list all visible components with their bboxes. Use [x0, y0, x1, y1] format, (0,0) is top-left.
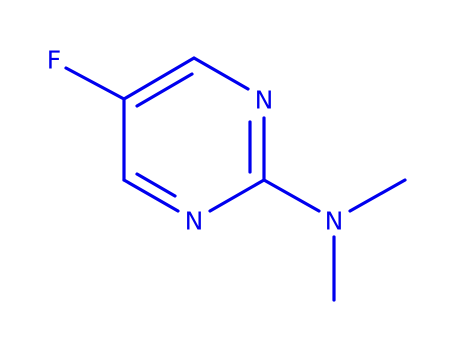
- bond-c2-n3: [208, 178, 266, 213]
- atom-label-n3: N: [185, 207, 204, 236]
- bond-c5-c6: [122, 56, 196, 101]
- atom-label-f: F: [47, 46, 61, 75]
- bond-n7-methyl-right: [348, 178, 407, 213]
- atom-label-n1: N: [255, 86, 274, 115]
- bonds-group: [64, 56, 407, 302]
- bond-c6-n1: [192, 56, 250, 91]
- bond-n3-c4: [122, 178, 180, 213]
- bond-n3-c4-inner: [135, 172, 177, 198]
- bond-f-c5: [64, 66, 126, 101]
- atom-label-n7: N: [325, 207, 344, 236]
- bond-c5-c6-inner: [135, 72, 194, 108]
- atom-labels-group: F N N N: [47, 46, 344, 236]
- bond-c2-n7: [262, 178, 321, 213]
